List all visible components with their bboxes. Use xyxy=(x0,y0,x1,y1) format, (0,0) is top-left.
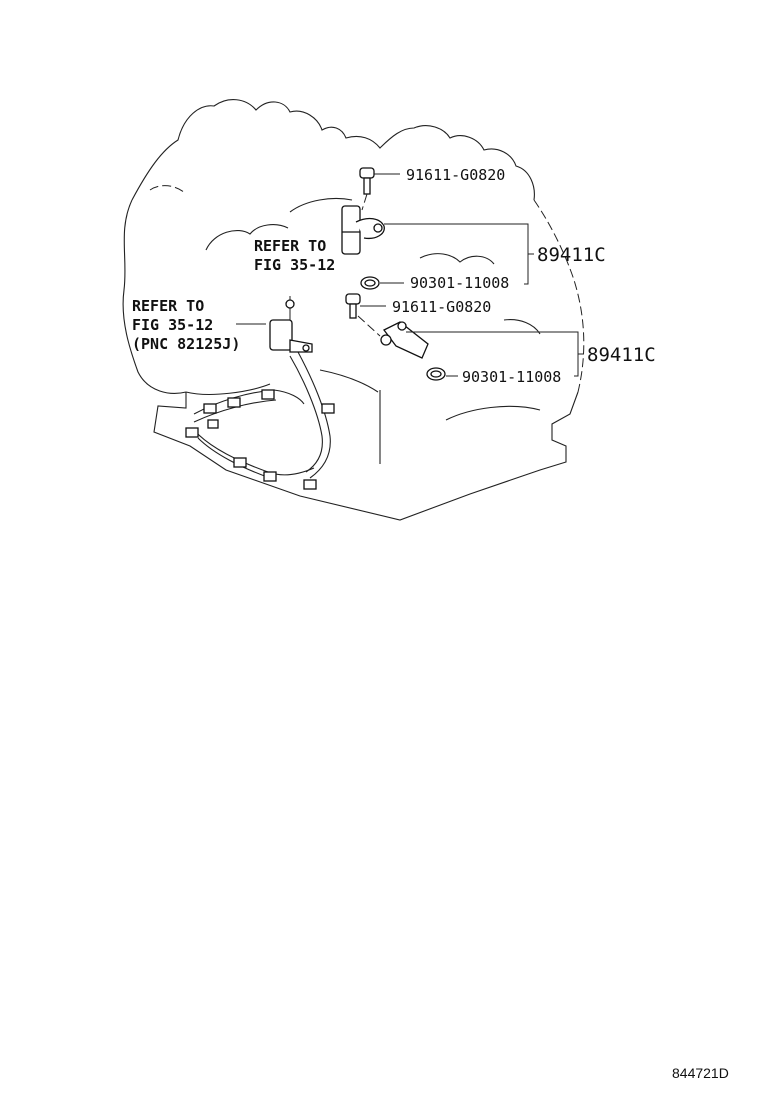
refer-upper-line2: FIG 35-12 xyxy=(254,256,335,274)
label-upper-sensor: 89411C xyxy=(537,244,606,266)
refer-left-line2: FIG 35-12 xyxy=(132,316,213,334)
label-lower-bolt: 91611-G0820 xyxy=(392,298,491,316)
upper-oring xyxy=(360,276,404,290)
label-lower-oring: 90301-11008 xyxy=(462,368,561,386)
refer-left-line1: REFER TO xyxy=(132,297,204,315)
lower-bolt xyxy=(345,293,386,337)
ref-speed-sensor xyxy=(269,296,313,353)
transmission-housing-outline xyxy=(122,99,585,521)
label-lower-sensor: 89411C xyxy=(587,344,656,366)
upper-sensor xyxy=(341,205,385,255)
refer-left-line3: (PNC 82125J) xyxy=(132,335,240,353)
refer-upper-line1: REFER TO xyxy=(254,237,326,255)
label-upper-oring: 90301-11008 xyxy=(410,274,509,292)
upper-bolt xyxy=(359,167,400,211)
label-upper-bolt: 91611-G0820 xyxy=(406,166,505,184)
diagram-code: 844721D xyxy=(672,1065,729,1081)
wire-harness xyxy=(185,351,335,490)
lower-oring xyxy=(426,367,458,381)
lower-sensor xyxy=(380,321,429,359)
